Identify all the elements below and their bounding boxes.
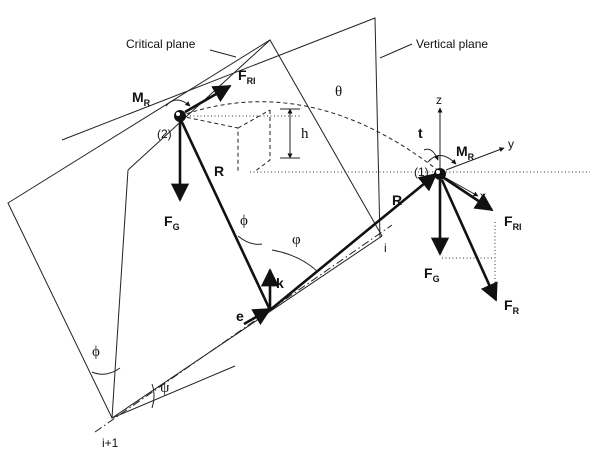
mr-left-label: MR [132,89,151,108]
force-fr [440,179,498,302]
leader-critical [209,49,237,58]
moment-mr-right [427,155,457,165]
critical-plane [7,39,383,419]
mr-right-label: MR [456,143,475,162]
leader-vertical [379,43,413,59]
node-i1-label: i+1 [102,436,119,450]
vertical-plane [61,17,381,239]
force-fri-right [443,176,494,212]
fri-left-label: FRI [238,67,256,86]
segment-r-right [269,172,438,312]
vertical-plane-edge [111,169,129,419]
point-2-label: (2) [157,127,172,141]
varphi-arc [271,249,319,273]
t-label: t [418,125,423,141]
reference-line [94,224,393,433]
theta-arc [179,101,441,173]
r-right-label: R [392,192,402,208]
height-box-2 [253,110,271,173]
axis-z-label: z [436,93,442,107]
r-left-label: R [214,163,224,179]
point-1-label: (1) [414,165,429,179]
critical-plane-label: Critical plane [126,37,196,51]
psi-arc [151,383,155,409]
e-vector [243,307,272,326]
axis-x-label: x [480,189,486,203]
axis-x-line [445,177,479,197]
theta-label: θ [335,84,342,100]
e-label: e [236,308,244,324]
segment-r-left [178,117,272,311]
phi-arc-bottom [91,367,121,375]
phi-top-label: ϕ [240,213,248,229]
varphi-label: φ [292,232,301,248]
axis-y-label: y [508,137,514,151]
fri-right-label: FRI [504,213,522,232]
t-arrow [423,148,439,161]
axis-y-line [445,147,505,171]
fg-left-label: FG [164,213,180,232]
force-fri-left [184,84,232,114]
phi-arc-top [237,235,263,245]
moment-mr-left [165,99,191,107]
fg-right-label: FG [424,265,440,284]
height-box [179,115,239,172]
height-box-3 [237,109,271,129]
point-2-marker [174,110,186,122]
psi-label: ψ [160,380,170,396]
ground-line [111,365,236,419]
phi-bottom-label: ϕ [92,344,100,360]
fr-label: FR [504,297,520,316]
h-label: h [301,126,309,142]
node-i-label: i [384,241,387,255]
vertical-plane-label: Vertical plane [416,37,488,51]
k-label: k [276,275,284,291]
